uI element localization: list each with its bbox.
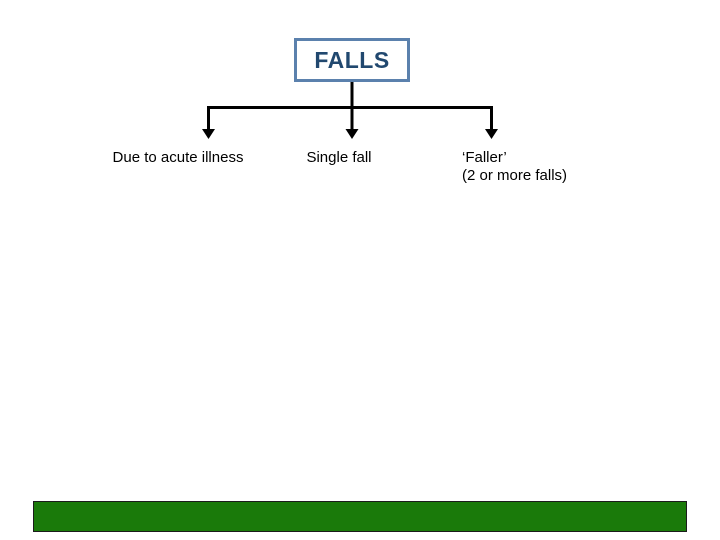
branch-label-single-fall: Single fall [306,149,372,166]
title-box-falls: FALLS [294,38,410,82]
footer-bar [33,501,687,532]
arrow-head-middle [345,129,359,139]
page-title: FALLS [314,46,390,73]
arrow-head-right [485,129,498,139]
branch-label-faller: ‘Faller’ (2 or more falls) [462,149,568,184]
arrow-head-left [202,129,215,139]
branch-label-acute-illness: Due to acute illness [112,149,244,166]
